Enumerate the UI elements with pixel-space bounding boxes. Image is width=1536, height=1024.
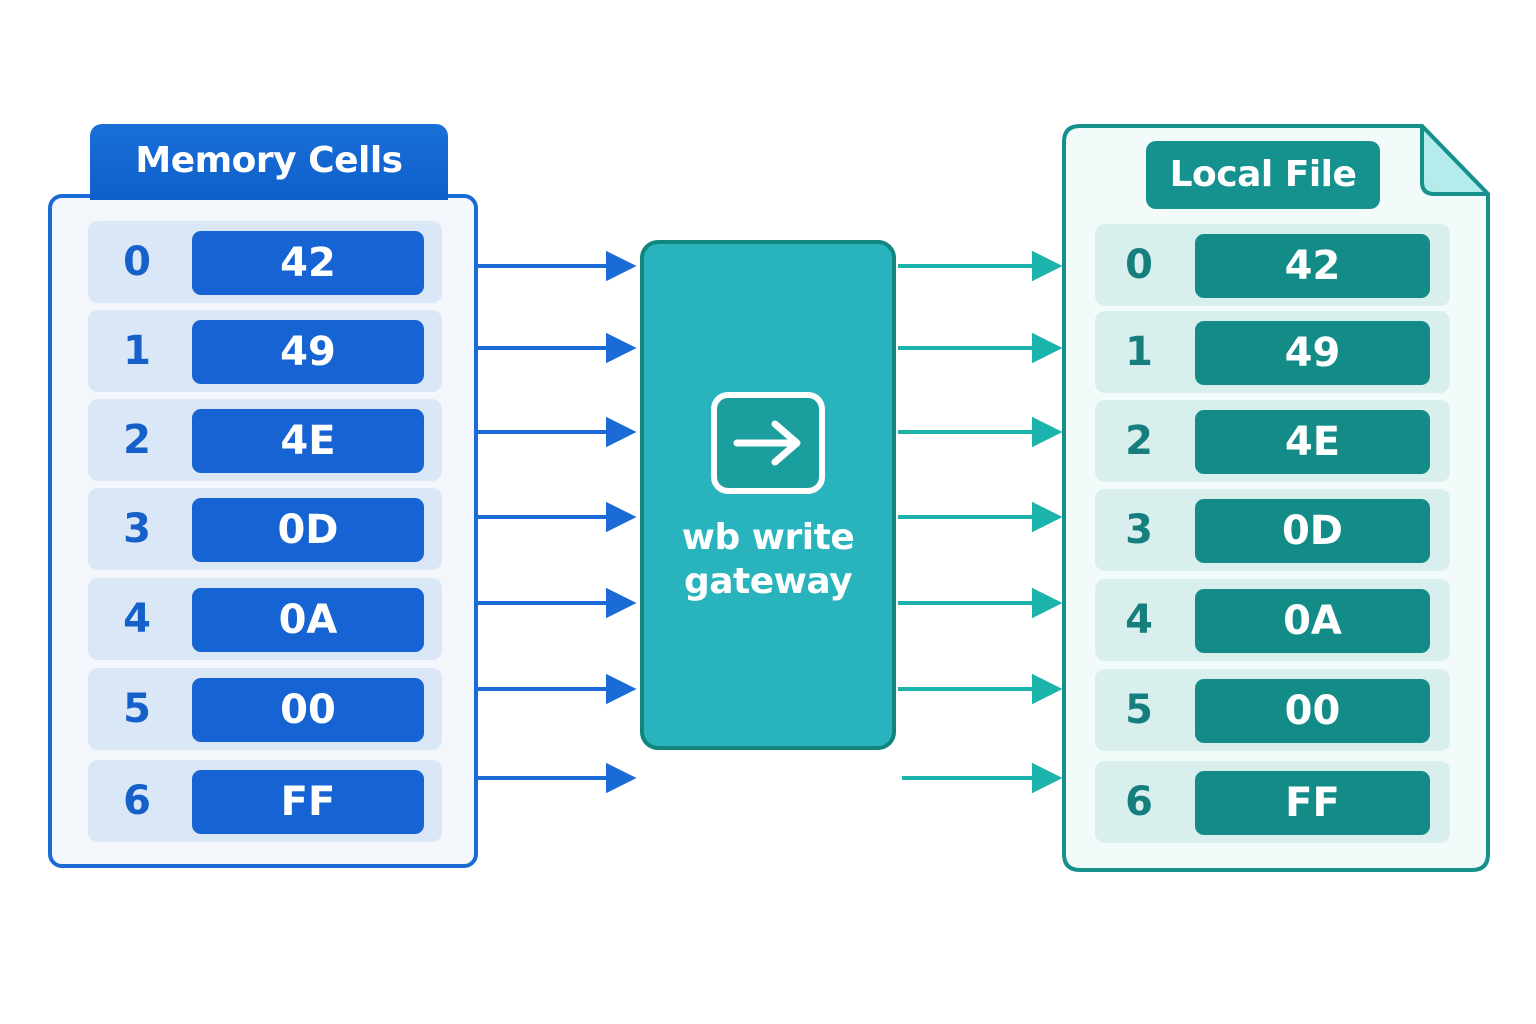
file-row-4: 4 0A: [1095, 579, 1450, 661]
file-index: 4: [1125, 597, 1153, 643]
memory-row-5: 5 00: [88, 668, 442, 750]
memory-index: 4: [123, 596, 151, 642]
file-row-5: 5 00: [1095, 669, 1450, 751]
file-title-badge: [1146, 141, 1380, 209]
memory-index: 5: [123, 686, 151, 732]
file-row-3: 3 0D: [1095, 489, 1450, 571]
memory-index: 0: [123, 239, 151, 285]
file-index: 1: [1125, 329, 1153, 375]
file-index: 3: [1125, 507, 1153, 553]
gateway-label-line1: wb write: [681, 517, 855, 558]
file-index: 2: [1125, 418, 1153, 464]
gateway-box: [640, 240, 896, 750]
memory-value: 0A: [192, 588, 424, 652]
memory-row-2: 2 4E: [88, 399, 442, 481]
memory-row-1: 1 49: [88, 310, 442, 392]
memory-title-tab: [90, 124, 448, 200]
memory-row-4: 4 0A: [88, 578, 442, 660]
file-value: 49: [1195, 321, 1430, 385]
memory-index: 3: [123, 506, 151, 552]
memory-index: 6: [123, 778, 151, 824]
file-row-1: 1 49: [1095, 311, 1450, 393]
file-row-0: 0 42: [1095, 224, 1450, 306]
memory-index: 2: [123, 417, 151, 463]
file-value: 0A: [1195, 589, 1430, 653]
memory-value: 4E: [192, 409, 424, 473]
file-value: 00: [1195, 679, 1430, 743]
file-value: 42: [1195, 234, 1430, 298]
gateway-label: wb write gateway: [640, 516, 896, 604]
file-value: FF: [1195, 771, 1430, 835]
memory-value: 42: [192, 231, 424, 295]
memory-value: 49: [192, 320, 424, 384]
file-index: 5: [1125, 687, 1153, 733]
memory-value: 0D: [192, 498, 424, 562]
memory-value: 00: [192, 678, 424, 742]
arrow-right-icon: [711, 392, 825, 494]
memory-row-0: 0 42: [88, 221, 442, 303]
file-index: 0: [1125, 242, 1153, 288]
memory-row-6: 6 FF: [88, 760, 442, 842]
memory-title: Memory Cells: [135, 140, 403, 181]
memory-index: 1: [123, 328, 151, 374]
memory-value: FF: [192, 770, 424, 834]
file-row-2: 2 4E: [1095, 400, 1450, 482]
gateway-label-line2: gateway: [683, 561, 853, 602]
memory-row-3: 3 0D: [88, 488, 442, 570]
file-value: 0D: [1195, 499, 1430, 563]
file-title: Local File: [1169, 154, 1357, 195]
file-value: 4E: [1195, 410, 1430, 474]
file-index: 6: [1125, 779, 1153, 825]
file-row-6: 6 FF: [1095, 761, 1450, 843]
